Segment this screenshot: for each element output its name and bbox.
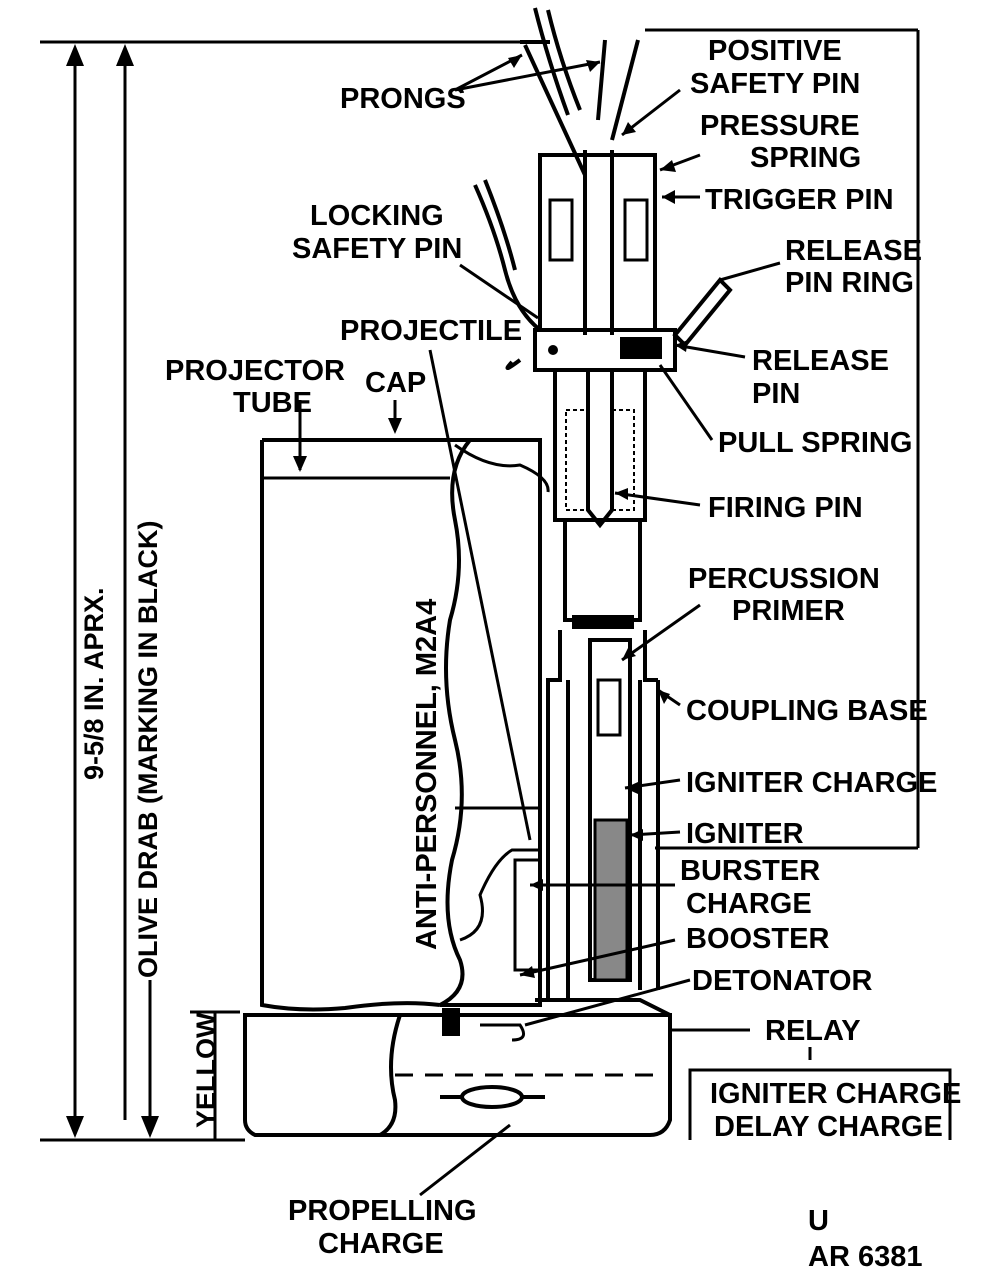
label-propelling-charge-2: CHARGE	[318, 1228, 444, 1260]
base-section	[243, 998, 672, 1137]
label-pressure-spring-1: PRESSURE	[700, 110, 860, 142]
yellow-text: YELLOW	[191, 1012, 221, 1128]
fuze-assembly	[533, 150, 677, 1000]
olive-drab-text: OLIVE DRAB (MARKING IN BLACK)	[133, 521, 163, 978]
projector-tube	[260, 438, 550, 1012]
prongs-graphic	[520, 7, 640, 176]
label-projector-tube-2: TUBE	[233, 387, 312, 419]
label-trigger-pin: TRIGGER PIN	[705, 184, 894, 216]
label-locking-safety-pin-2: SAFETY PIN	[292, 233, 462, 265]
yellow-band-bracket	[190, 1010, 240, 1140]
label-prongs: PRONGS	[340, 83, 466, 115]
label-figure-id-2: AR 6381	[808, 1241, 922, 1273]
label-release-pin-1: RELEASE	[752, 345, 889, 377]
label-positive-safety-pin-2: SAFETY PIN	[690, 68, 860, 100]
body-marking-text: ANTI-PERSONNEL, M2A4	[411, 599, 443, 950]
label-release-pin-ring-2: PIN RING	[785, 267, 914, 299]
label-pressure-spring-2: SPRING	[750, 142, 861, 174]
label-detonator: DETONATOR	[692, 965, 873, 997]
label-pull-spring: PULL SPRING	[718, 427, 912, 459]
label-igniter: IGNITER	[686, 818, 804, 850]
label-firing-pin: FIRING PIN	[708, 492, 863, 524]
label-figure-id-1: U	[808, 1205, 829, 1237]
label-propelling-charge-1: PROPELLING	[288, 1195, 477, 1227]
label-igniter-charge: IGNITER CHARGE	[686, 767, 937, 799]
label-positive-safety-pin-1: POSITIVE	[708, 35, 842, 67]
overall-height-dimension	[66, 44, 84, 1138]
olive-drab-dimension	[116, 44, 159, 1138]
label-burster-charge-1: BURSTER	[680, 855, 820, 887]
release-pin-ring-graphic	[672, 277, 733, 348]
leader-lines	[298, 53, 812, 1197]
label-cap: CAP	[365, 367, 426, 399]
label-percussion-primer-1: PERCUSSION	[688, 563, 880, 595]
label-release-pin-ring-1: RELEASE	[785, 235, 922, 267]
leader-arrowheads	[293, 55, 688, 978]
reference-frame	[40, 28, 920, 1142]
label-delay-charge-box: DELAY CHARGE	[714, 1111, 943, 1143]
igniter-delay-box	[688, 1068, 952, 1140]
label-coupling-base: COUPLING BASE	[686, 695, 928, 727]
label-burster-charge-2: CHARGE	[686, 888, 812, 920]
label-release-pin-2: PIN	[752, 378, 800, 410]
locking-pin-ring-graphic	[473, 179, 542, 370]
label-booster: BOOSTER	[686, 923, 829, 955]
overall-height-text: 9-5/8 IN. APRX.	[79, 587, 109, 780]
label-locking-safety-pin-1: LOCKING	[310, 200, 444, 232]
labels: PRONGS POSITIVE SAFETY PIN PRESSURE SPRI…	[79, 35, 961, 1273]
label-projector-tube-1: PROJECTOR	[165, 355, 345, 387]
label-projectile: PROJECTILE	[340, 315, 522, 347]
label-igniter-charge-box: IGNITER CHARGE	[710, 1078, 961, 1110]
label-percussion-primer-2: PRIMER	[732, 595, 845, 627]
label-relay: RELAY	[765, 1015, 861, 1047]
